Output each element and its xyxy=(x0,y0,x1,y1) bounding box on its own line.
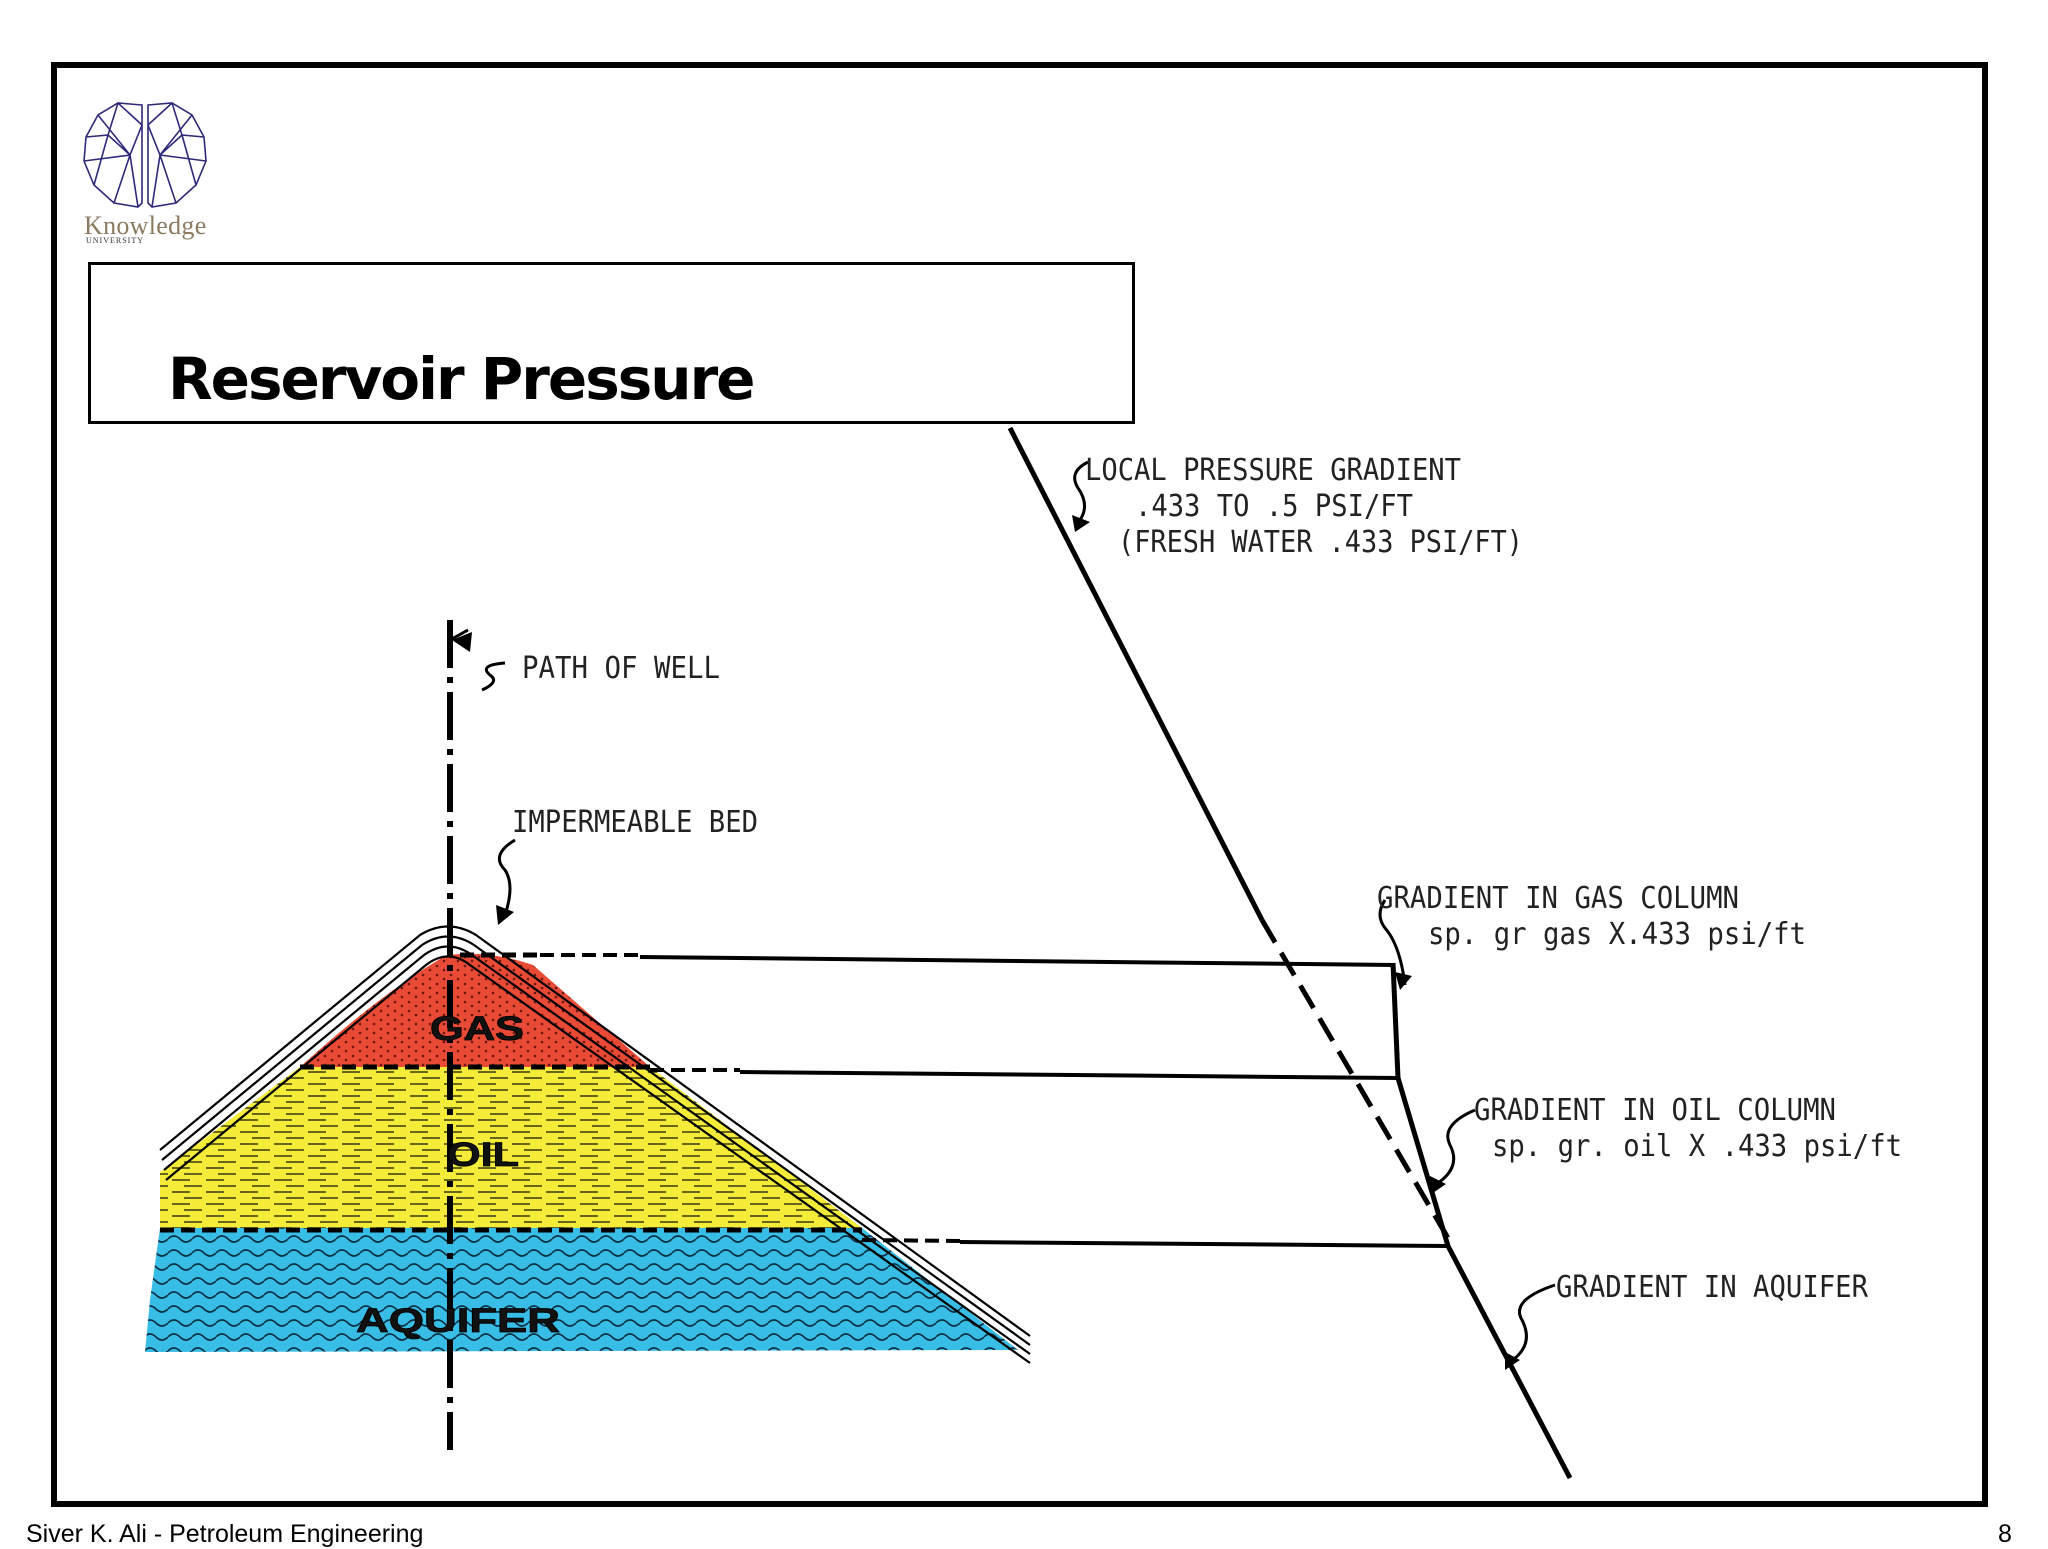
aquifer-zone xyxy=(145,1228,1018,1352)
label-leaders xyxy=(481,460,1556,1364)
leader-arrowheads xyxy=(452,515,1520,1370)
local-gradient-line xyxy=(1007,426,1451,1240)
label-path-of-well: PATH OF WELL xyxy=(522,651,720,686)
label-impermeable-bed: IMPERMEABLE BED xyxy=(512,805,758,840)
zone-label-aquifer: AQUIFER xyxy=(356,1302,560,1340)
zone-label-oil: OIL xyxy=(447,1136,519,1174)
contact-connectors xyxy=(540,953,1449,1248)
label-aquifer-gradient: GRADIENT IN AQUIFER xyxy=(1556,1270,1869,1305)
logo-wordmark: Knowledge xyxy=(84,211,207,240)
slide-title: Reservoir Pressure xyxy=(168,345,756,413)
label-oil-gradient-line1: GRADIENT IN OIL COLUMN xyxy=(1474,1093,1836,1128)
label-gas-gradient-line1: GRADIENT IN GAS COLUMN xyxy=(1377,881,1739,916)
well-path xyxy=(447,620,469,1450)
label-local-gradient-line1: LOCAL PRESSURE GRADIENT xyxy=(1085,453,1461,488)
gas-zone xyxy=(300,953,650,1067)
label-local-gradient-line3: (FRESH WATER .433 PSI/FT) xyxy=(1118,525,1523,560)
university-logo xyxy=(78,95,218,245)
zone-label-gas: GAS xyxy=(430,1010,524,1048)
page-number: 8 xyxy=(1998,1520,2012,1548)
label-gas-gradient-line2: sp. gr gas X.433 psi/ft xyxy=(1428,917,1806,952)
brain-logo-icon xyxy=(83,102,207,208)
diagram-labels: LOCAL PRESSURE GRADIENT .433 TO .5 PSI/F… xyxy=(512,453,1902,1305)
label-local-gradient-line2: .433 TO .5 PSI/FT xyxy=(1135,489,1413,524)
label-oil-gradient-line2: sp. gr. oil X .433 psi/ft xyxy=(1492,1129,1902,1164)
logo-subtitle: UNIVERSITY xyxy=(86,236,144,245)
footer-author: Siver K. Ali - Petroleum Engineering xyxy=(26,1520,424,1548)
reservoir-gradient-profile xyxy=(1390,962,1573,1480)
zone-labels: GAS OIL AQUIFER xyxy=(356,1010,561,1341)
title-box xyxy=(88,262,1135,424)
